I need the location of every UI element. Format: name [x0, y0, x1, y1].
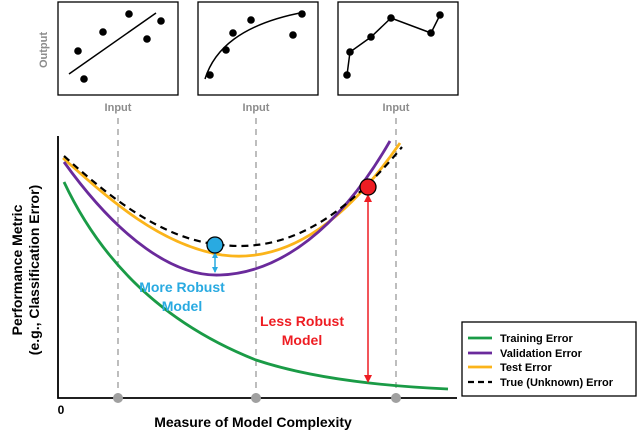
x-axis-marker-middle: [251, 393, 261, 403]
svg-text:Training Error: Training Error: [500, 333, 573, 345]
training-error-curve: [62, 181, 449, 391]
robust-model-marker: [206, 236, 224, 254]
robust-label-line1: More Robust: [139, 279, 225, 295]
legend-box: [461, 321, 637, 397]
main-axes: [57, 136, 457, 399]
less-robust-label-line2: Model: [282, 332, 322, 348]
less-robust-arrow-head-top: [364, 194, 372, 202]
legend-item-training: Training Error: [468, 333, 573, 345]
less-robust-arrow-head-bottom: [364, 375, 372, 383]
inset-2-fit-curve: [204, 11, 306, 80]
legend-item-true: True (Unknown) Error: [468, 377, 614, 389]
less-robust-label-line1: Less Robust: [260, 313, 344, 329]
guide-lines: [117, 118, 397, 398]
main-y-label-line1: Performance Metric: [9, 204, 25, 335]
x-axis-marker-left: [113, 393, 123, 403]
less-robust-model-marker: [359, 178, 377, 196]
legend: Training Error Validation Error Test Err…: [461, 321, 637, 397]
test-error-curve: [62, 142, 402, 258]
inset-1-fit-line: [68, 12, 157, 75]
inset-panel-3: Input: [337, 1, 459, 114]
inset-2-points: [206, 10, 306, 79]
main-x-label: Measure of Model Complexity: [154, 414, 352, 430]
main-y-label-line2: (e.g., Classification Error): [26, 185, 42, 355]
robust-label-line2: Model: [162, 298, 202, 314]
inset-3-x-label: Input: [383, 102, 410, 114]
inset-panel-1: Input: [57, 1, 179, 114]
svg-text:True (Unknown) Error: True (Unknown) Error: [500, 377, 614, 389]
inset-panel-2: Input: [197, 1, 319, 114]
svg-text:Test Error: Test Error: [500, 362, 552, 374]
inset-3-points: [343, 11, 444, 79]
robust-arrow-head-top: [212, 252, 218, 258]
inset-2-x-label: Input: [243, 102, 270, 114]
x-axis-markers: [113, 393, 401, 403]
legend-item-validation: Validation Error: [468, 348, 583, 360]
svg-text:Validation Error: Validation Error: [500, 348, 583, 360]
origin-label: 0: [58, 403, 65, 417]
robust-arrow-head-bottom: [212, 267, 218, 273]
legend-item-test: Test Error: [468, 362, 552, 374]
x-axis-marker-right: [391, 393, 401, 403]
inset-1-x-label: Input: [105, 102, 132, 114]
inset-1-points: [74, 10, 165, 83]
inset-y-label: Output: [38, 32, 50, 68]
